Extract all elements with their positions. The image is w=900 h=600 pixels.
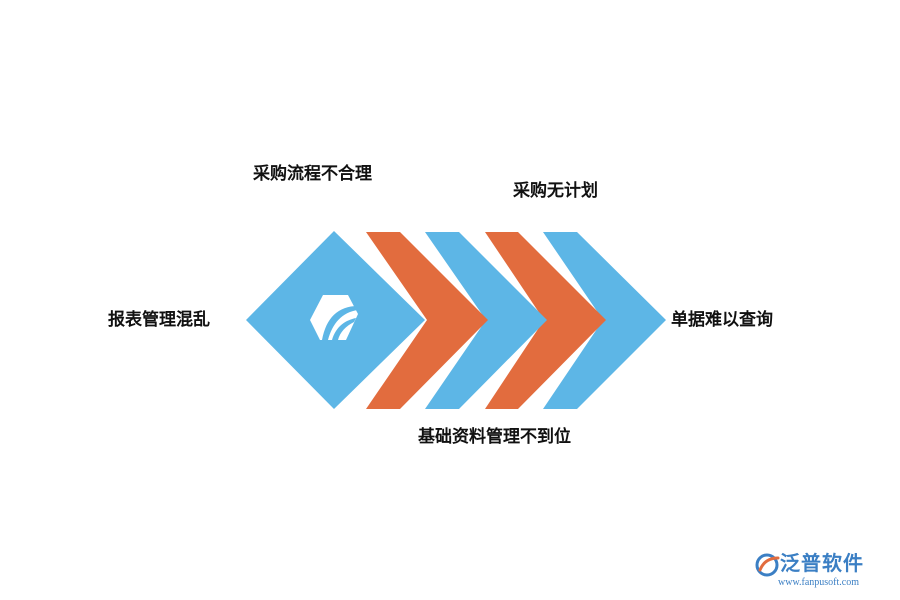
- brand-url: www.fanpusoft.com: [778, 577, 860, 588]
- label-left: 报表管理混乱: [108, 310, 210, 330]
- brand-name: 泛普软件: [780, 551, 864, 575]
- brand-watermark: 泛普软件 www.fanpusoft.com: [750, 550, 890, 592]
- label-top-right: 采购无计划: [513, 181, 598, 201]
- label-top-left: 采购流程不合理: [253, 164, 372, 184]
- label-bottom: 基础资料管理不到位: [418, 427, 571, 447]
- fanpu-logo-icon: [755, 553, 780, 577]
- leaf-hexagon-icon: [310, 295, 358, 340]
- label-right: 单据难以查询: [671, 310, 773, 330]
- chevron-orange-2: [366, 232, 488, 409]
